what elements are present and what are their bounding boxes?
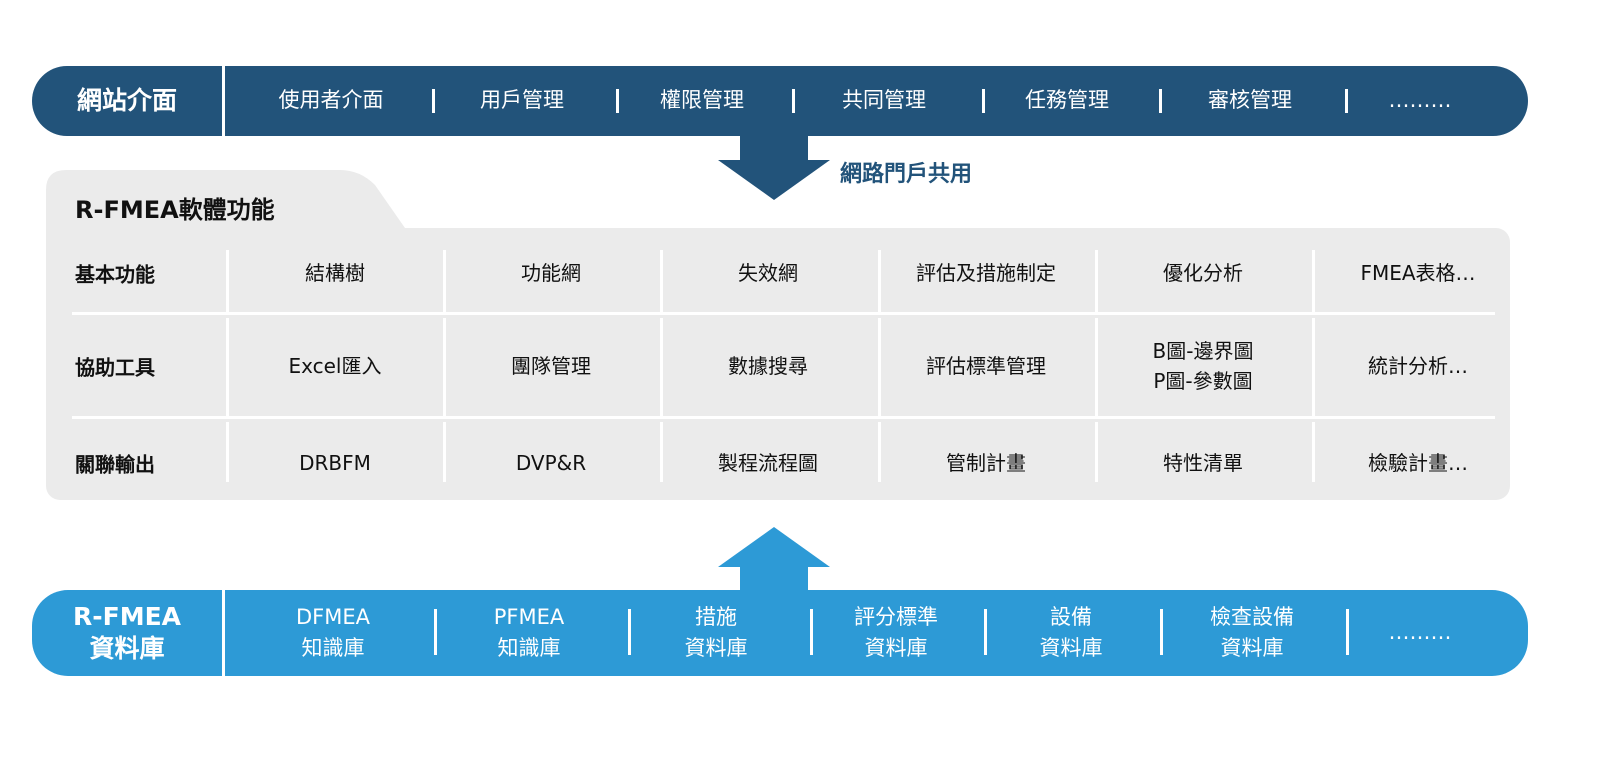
row-label: 協助工具	[75, 355, 155, 380]
col-divider	[226, 422, 229, 482]
divider	[222, 590, 225, 676]
web-item-task-management: 任務管理	[1025, 88, 1109, 113]
function-cell: FMEA表格…	[1360, 261, 1476, 285]
function-cell: 結構樹	[305, 261, 365, 285]
separator	[982, 89, 985, 113]
up-arrow-icon	[718, 527, 830, 592]
function-cell: 數據搜尋	[728, 354, 808, 378]
row-label: 基本功能	[75, 262, 155, 287]
separator	[1346, 609, 1349, 655]
web-interface-bar: 網站介面 使用者介面 用戶管理 權限管理 共同管理 任務管理 審核管理 ………	[32, 66, 1528, 136]
separator	[628, 609, 631, 655]
col-divider	[1095, 318, 1098, 416]
separator	[1160, 609, 1163, 655]
col-divider	[443, 250, 446, 312]
col-divider	[226, 250, 229, 312]
function-cell: 檢驗計畫…	[1368, 451, 1468, 475]
web-item-review-management: 審核管理	[1208, 88, 1292, 113]
database-item-line1: 設備	[1050, 604, 1092, 629]
database-item: ………	[1389, 590, 1452, 676]
function-cell: 管制計畫	[946, 451, 1026, 475]
database-item: 評分標準資料庫	[854, 590, 938, 676]
row-label: 關聯輸出	[75, 452, 155, 477]
web-item-more: ………	[1388, 88, 1452, 113]
function-cell: DVP&R	[515, 451, 587, 475]
col-divider	[1312, 422, 1315, 482]
database-item-line1: 檢查設備	[1210, 604, 1294, 629]
database-item-line2: 知識庫	[301, 636, 365, 660]
col-divider	[660, 318, 663, 416]
separator	[810, 609, 813, 655]
database-item-line2: 資料庫	[1220, 636, 1284, 660]
function-cell: 評估標準管理	[926, 354, 1046, 378]
function-cell: 統計分析…	[1368, 354, 1468, 378]
col-divider	[878, 318, 881, 416]
panel-title: R-FMEA軟體功能	[75, 196, 275, 224]
shared-portal-label: 網路門戶共用	[840, 162, 973, 187]
web-interface-label: 網站介面	[76, 85, 177, 115]
col-divider	[878, 250, 881, 312]
function-cell: 評估及措施制定	[916, 261, 1056, 285]
function-cell: 特性清單	[1163, 451, 1243, 475]
tab-shape	[46, 170, 405, 228]
database-item: 設備資料庫	[1040, 590, 1103, 676]
col-divider	[660, 250, 663, 312]
database-item: DFMEA 知識庫	[296, 590, 370, 676]
separator	[792, 89, 795, 113]
database-item-line1: PFMEA	[493, 604, 565, 629]
function-cell: 團隊管理	[511, 354, 591, 378]
function-cell: 優化分析	[1163, 261, 1243, 285]
database-label: R-FMEA 資料庫	[32, 590, 222, 676]
function-cell: DRBFM	[299, 451, 371, 475]
web-item-common-management: 共同管理	[842, 88, 926, 113]
database-item-line1: DFMEA	[295, 604, 371, 629]
web-item-permission-management: 權限管理	[660, 88, 744, 113]
web-item-user-management: 用戶管理	[480, 88, 564, 113]
row-divider	[72, 312, 1495, 315]
function-cell: Excel匯入	[288, 354, 382, 378]
col-divider	[443, 422, 446, 482]
database-item-line2: 資料庫	[864, 636, 928, 660]
database-label-line2: 資料庫	[89, 634, 165, 663]
col-divider	[660, 422, 663, 482]
separator	[984, 609, 987, 655]
separator	[616, 89, 619, 113]
database-item-line1: ………	[1388, 620, 1452, 645]
database-item: 措施資料庫	[685, 590, 748, 676]
col-divider	[1095, 422, 1098, 482]
function-cell: B圖-邊界圖 P圖-參數圖	[1152, 339, 1254, 393]
col-divider	[443, 318, 446, 416]
row-divider	[72, 416, 1495, 419]
database-item-line2: 資料庫	[684, 636, 748, 660]
function-cell: 製程流程圖	[718, 451, 818, 475]
separator	[1159, 89, 1162, 113]
separator	[434, 609, 437, 655]
col-divider	[226, 318, 229, 416]
database-item-line2: 資料庫	[1039, 636, 1103, 660]
divider	[222, 66, 225, 136]
col-divider	[1312, 250, 1315, 312]
function-cell: 功能網	[521, 261, 581, 285]
database-item-line2: 知識庫	[497, 636, 561, 660]
database-label-line1: R-FMEA	[72, 601, 181, 631]
database-item: 檢查設備資料庫	[1210, 590, 1294, 676]
col-divider	[1095, 250, 1098, 312]
database-item-line1: 措施	[695, 604, 737, 629]
separator	[1345, 89, 1348, 113]
down-arrow-icon	[718, 134, 830, 200]
web-item-user-interface: 使用者介面	[278, 88, 384, 113]
col-divider	[1312, 318, 1315, 416]
col-divider	[878, 422, 881, 482]
software-functions-panel	[46, 228, 1510, 500]
database-item-line1: 評分標準	[854, 604, 938, 629]
separator	[432, 89, 435, 113]
function-cell: 失效網	[738, 261, 798, 285]
database-item: PFMEA 知識庫	[494, 590, 565, 676]
